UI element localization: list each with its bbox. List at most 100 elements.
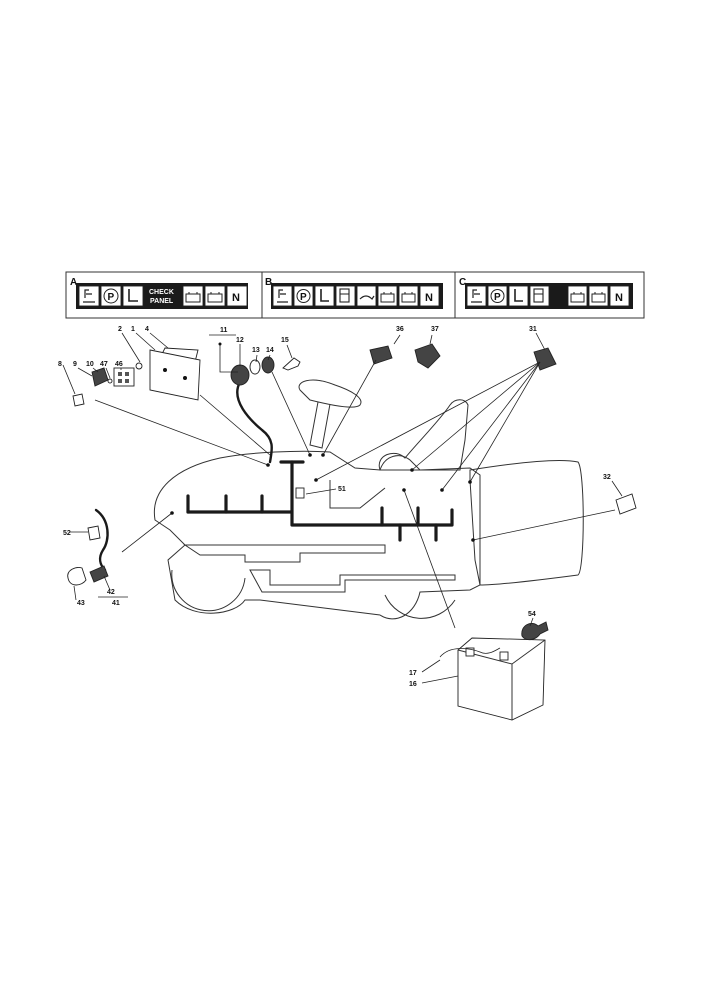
panel-a: A P CHECK PANEL [70, 277, 248, 309]
neutral-icon: N [419, 285, 440, 307]
grass-catcher [469, 459, 584, 586]
switch-36 [369, 345, 393, 365]
connector-51 [295, 487, 305, 499]
lamp-socket-42 [89, 565, 109, 583]
callout-42: 42 [107, 589, 115, 596]
wiring-harness [94, 380, 454, 572]
callout-16: 16 [409, 681, 417, 688]
callout-11: 11 [220, 327, 228, 334]
callout-41: 41 [112, 600, 120, 607]
parking-brake-icon: P [487, 285, 508, 307]
ignition-key [282, 357, 301, 371]
callout-52: 52 [63, 530, 71, 537]
neutral-icon: N [226, 285, 248, 307]
chassis-rail [183, 544, 386, 563]
switch-32 [615, 493, 637, 515]
nut-13 [249, 359, 261, 375]
neutral-label: N [425, 292, 433, 304]
mower-deck-icon [78, 285, 100, 307]
check-panel-line2: PANEL [150, 298, 174, 305]
callout-14: 14 [266, 347, 274, 354]
fuse-block [113, 367, 135, 387]
callout-8: 8 [58, 361, 62, 368]
harness-drop [186, 460, 438, 542]
battery-icon [182, 285, 204, 307]
tractor-body [153, 450, 481, 620]
battery-icon [567, 285, 588, 307]
callout-43: 43 [77, 600, 85, 607]
steering-column [309, 401, 331, 449]
callout-31: 31 [529, 326, 537, 333]
callout-37: 37 [431, 326, 439, 333]
neutral-label: N [232, 292, 240, 304]
battery-icon [588, 285, 609, 307]
fuel-icon [335, 285, 356, 307]
neutral-label: N [615, 292, 623, 304]
callout-54: 54 [528, 611, 536, 618]
steering-wheel [298, 379, 362, 408]
callout-13: 13 [252, 347, 260, 354]
callout-10: 10 [86, 361, 94, 368]
panel-a-letter: A [70, 277, 77, 288]
headlight-cable [94, 508, 109, 572]
leader-lines [62, 332, 623, 684]
svg-text:P: P [494, 292, 501, 303]
harness-main [186, 460, 454, 527]
seat-icon [122, 285, 144, 307]
dashboard-panel-strip: A P CHECK PANEL [65, 271, 645, 319]
bezel-14 [261, 356, 275, 374]
battery-icon [377, 285, 398, 307]
ignition-switch [230, 364, 250, 386]
battery-16 [457, 637, 546, 721]
mower-deck-icon [466, 285, 487, 307]
terminal-cap-54 [521, 621, 549, 641]
neutral-icon: N [609, 285, 630, 307]
bulb-43 [67, 567, 87, 586]
ignition-cable [236, 380, 273, 464]
tail-bracket [329, 480, 386, 509]
panel-c-letter: C [459, 277, 466, 288]
callouts: 2 1 4 8 9 10 47 46 11 12 13 14 15 36 37 … [58, 326, 611, 688]
switch-37 [414, 343, 441, 369]
connector-8 [72, 393, 85, 407]
callout-36: 36 [396, 326, 404, 333]
panel-c: C P [459, 277, 633, 309]
callout-12: 12 [236, 337, 244, 344]
check-panel-line1: CHECK [149, 289, 174, 296]
seat-icon [508, 285, 529, 307]
tractor-outline [153, 379, 584, 620]
callout-1: 1 [131, 326, 135, 333]
seat-icon [314, 285, 335, 307]
svg-text:P: P [108, 292, 115, 303]
panel-b: B P [265, 277, 443, 309]
oil-icon [356, 285, 377, 307]
callout-51: 51 [338, 486, 346, 493]
bulb-2 [135, 362, 143, 370]
callout-2: 2 [118, 326, 122, 333]
control-board [149, 349, 201, 401]
check-panel-badge: CHECK PANEL [149, 289, 174, 305]
fuel-icon [529, 285, 550, 307]
callout-9: 9 [73, 361, 77, 368]
parking-brake-icon: P [100, 285, 122, 307]
callout-32: 32 [603, 474, 611, 481]
seat-outline [378, 399, 469, 471]
connector-52 [87, 525, 101, 541]
panel-frame [65, 271, 645, 319]
svg-text:P: P [300, 292, 307, 303]
callout-17: 17 [409, 670, 417, 677]
relay-10 [91, 367, 109, 387]
callout-15: 15 [281, 337, 289, 344]
panel-b-letter: B [265, 277, 272, 288]
parking-brake-icon: P [293, 285, 314, 307]
battery-icon [398, 285, 419, 307]
callout-46: 46 [115, 361, 123, 368]
rear-wheel [171, 569, 246, 612]
parts [67, 343, 637, 721]
chassis-lower [249, 569, 456, 593]
mower-deck-icon [272, 285, 293, 307]
connector-47 [107, 378, 113, 384]
battery-cable-17 [439, 647, 501, 658]
battery-icon [204, 285, 226, 307]
